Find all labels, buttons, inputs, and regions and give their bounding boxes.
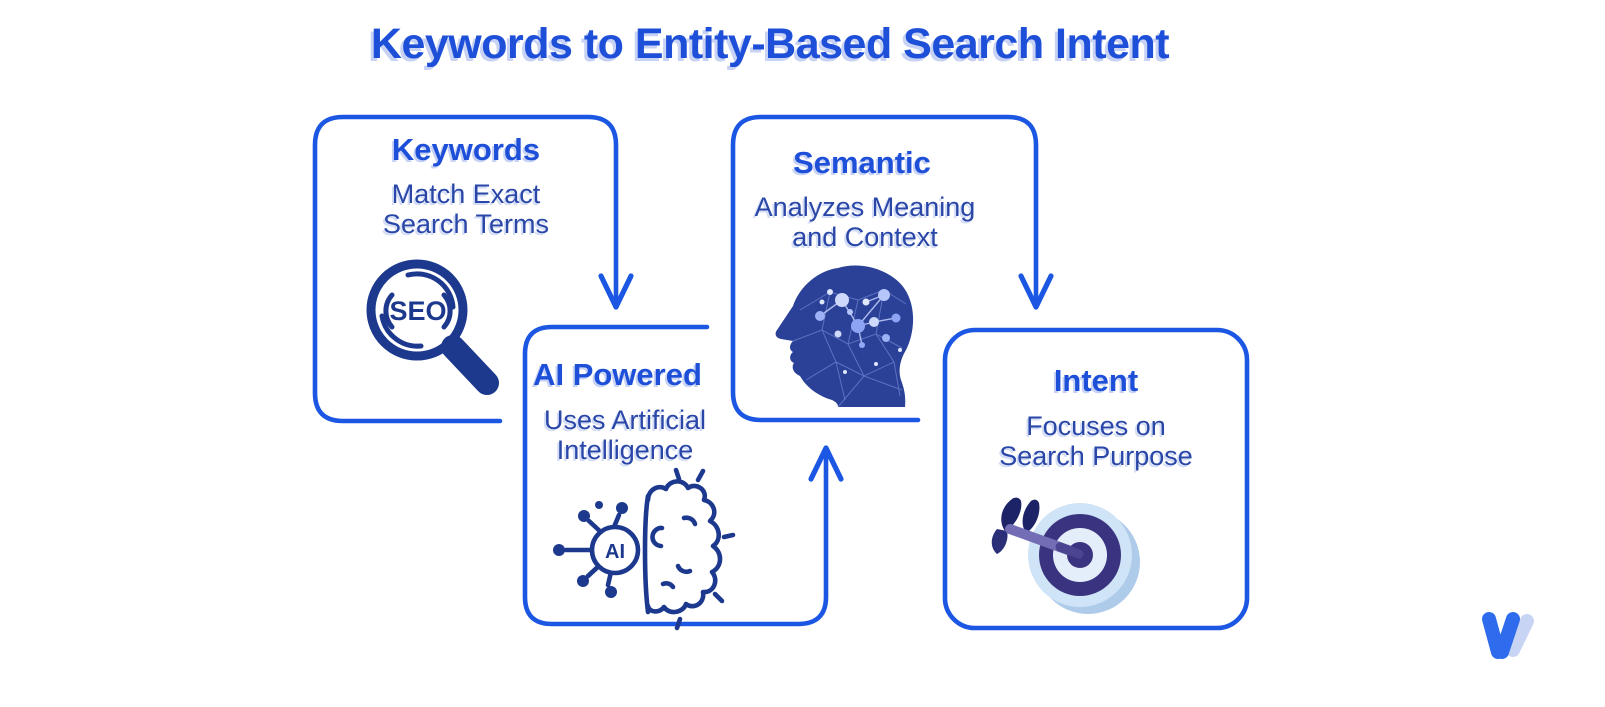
- arrow-ai-to-semantic: [808, 445, 844, 482]
- intent-box-description: Focuses on Search Purpose: [945, 411, 1247, 471]
- ai-powered-description-line-2: Intelligence: [556, 435, 694, 465]
- arrow-semantic-to-intent: [1018, 273, 1054, 310]
- semantic-box-heading: Semantic: [793, 145, 931, 180]
- ai-brain-icon: AI: [553, 467, 736, 631]
- semantic-box-outline: [730, 114, 1039, 423]
- target-dart-icon: [991, 497, 1140, 614]
- ai-powered-box-description: Uses Artificial Intelligence: [495, 405, 755, 465]
- semantic-description-line-2: and Context: [792, 222, 938, 252]
- intent-box-outline: [942, 327, 1250, 631]
- ai-powered-box-outline: [522, 324, 829, 627]
- intent-box-heading: Intent: [1053, 363, 1139, 398]
- diagram-title: Keywords to Entity-Based Search Intent: [370, 20, 1170, 68]
- keywords-box-description: Match Exact Search Terms: [317, 179, 615, 239]
- ai-powered-box-heading: AI Powered: [533, 357, 702, 392]
- head-network-icon: [775, 265, 914, 408]
- ai-powered-description-line-1: Uses Artificial: [543, 405, 707, 435]
- semantic-description-line-1: Analyzes Meaning: [754, 192, 976, 222]
- semantic-box-description: Analyzes Meaning and Context: [725, 192, 1005, 252]
- ai-icon-label: AI: [605, 541, 625, 563]
- keywords-description-line-2: Search Terms: [382, 209, 550, 239]
- brand-w-logo-icon: [1482, 612, 1534, 659]
- intent-description-line-2: Search Purpose: [999, 441, 1193, 471]
- seo-icon-label: SEO: [389, 296, 446, 326]
- keywords-description-line-1: Match Exact: [391, 179, 541, 209]
- keywords-box-heading: Keywords: [391, 132, 541, 167]
- arrow-keywords-to-ai: [598, 273, 634, 310]
- intent-description-line-1: Focuses on: [1026, 411, 1166, 441]
- keywords-box-outline: [312, 114, 619, 424]
- seo-magnifier-icon: SEO: [366, 259, 499, 395]
